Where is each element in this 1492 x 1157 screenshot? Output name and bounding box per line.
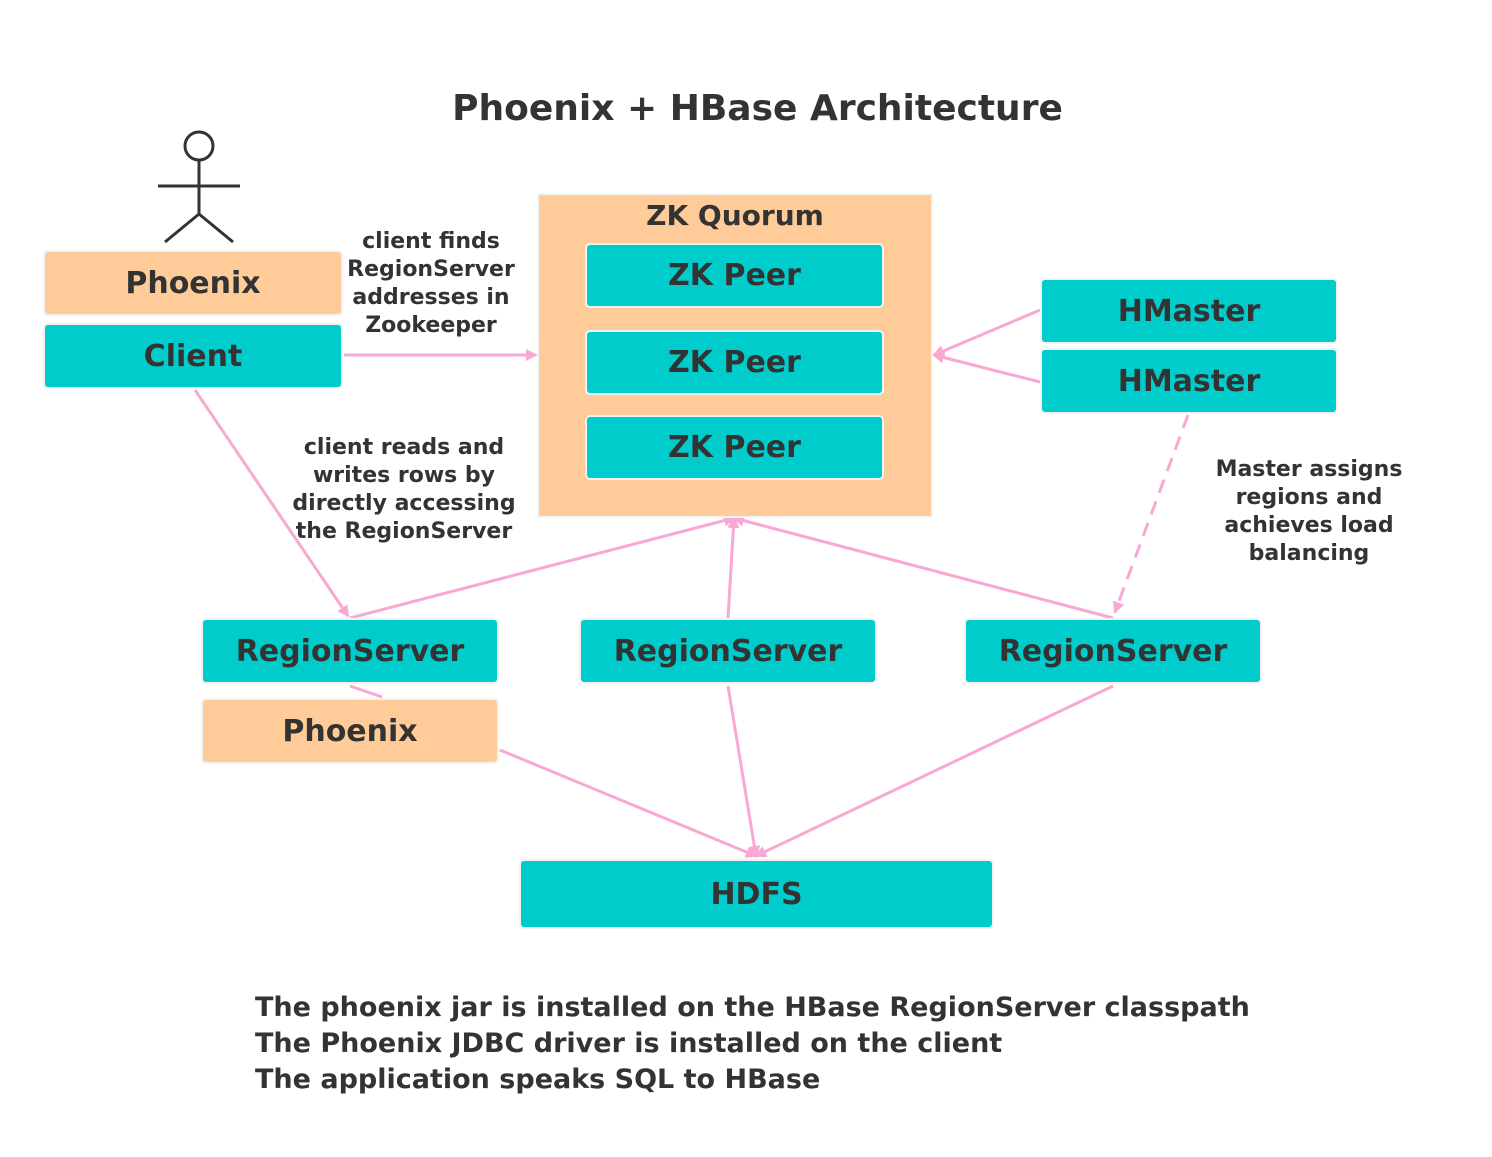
edge-hmaster2-to-zk bbox=[932, 351, 1041, 384]
node-hdfs: HDFS bbox=[521, 861, 992, 927]
node-zk-peer-3: ZK Peer bbox=[587, 417, 882, 478]
edge-regionserver1-to-phoenix bbox=[349, 684, 383, 699]
edge-hmaster-to-regionserver bbox=[1112, 414, 1190, 614]
edge-phoenix-to-hdfs bbox=[499, 748, 758, 858]
node-regionserver-1: RegionServer bbox=[203, 620, 497, 682]
edge-regionserver3-to-zk bbox=[732, 514, 1114, 620]
label-client-reads-writes: client reads and writes rows by directly… bbox=[292, 435, 516, 544]
node-zk-peer-1: ZK Peer bbox=[587, 245, 882, 306]
label-master-assigns-regions: Master assigns regions and achieves load… bbox=[1215, 457, 1403, 566]
node-regionserver-3: RegionServer bbox=[966, 620, 1260, 682]
footer-line-1: The phoenix jar is installed on the HBas… bbox=[255, 992, 1250, 1023]
edge-regionserver2-to-hdfs bbox=[726, 685, 761, 858]
person-icon bbox=[158, 130, 240, 244]
node-regionserver-2: RegionServer bbox=[581, 620, 875, 682]
label-client-finds-regionserver: client finds RegionServer addresses in Z… bbox=[347, 229, 515, 338]
node-client-phoenix: Phoenix bbox=[45, 252, 341, 314]
edge-regionserver2-to-zk bbox=[726, 516, 740, 619]
edge-regionserver1-to-zk bbox=[349, 514, 736, 620]
edge-hmaster1-to-zk bbox=[932, 308, 1041, 357]
footer-line-2: The Phoenix JDBC driver is installed on … bbox=[255, 1028, 1003, 1059]
footer-line-3: The application speaks SQL to HBase bbox=[255, 1064, 821, 1095]
zk-quorum-label: ZK Quorum bbox=[646, 199, 824, 232]
edge-regionserver3-to-hdfs bbox=[754, 684, 1114, 858]
diagram-title: Phoenix + HBase Architecture bbox=[452, 88, 1063, 129]
node-regionserver-phoenix: Phoenix bbox=[203, 700, 497, 762]
node-hmaster-2: HMaster bbox=[1042, 350, 1336, 412]
node-client: Client bbox=[45, 325, 341, 387]
edge-client-to-regionserver bbox=[193, 389, 350, 618]
footer-notes: The phoenix jar is installed on the HBas… bbox=[255, 990, 1250, 1098]
node-zk-peer-2: ZK Peer bbox=[587, 332, 882, 393]
node-hmaster-1: HMaster bbox=[1042, 280, 1336, 342]
